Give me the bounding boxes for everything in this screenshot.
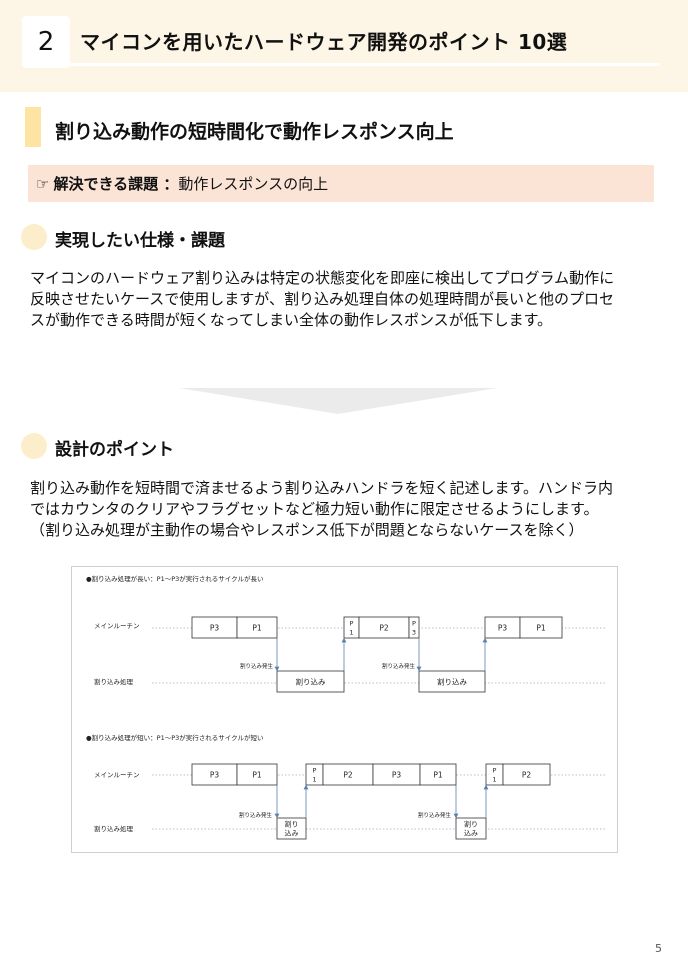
trigger-label: 割り込み発生: [418, 811, 452, 819]
issue-box: ☞ 解決できる課題 ： 動作レスポンスの向上: [28, 165, 654, 202]
process-label: 1: [349, 629, 353, 637]
header-divider: [22, 63, 660, 66]
spec-line: マイコンのハードウェア割り込みは特定の状態変化を即座に検出してプログラム動作に: [30, 269, 615, 287]
top-process-blocks: [191, 616, 563, 693]
process-label: P3: [210, 771, 220, 780]
process-label: P3: [210, 624, 220, 633]
process-block: [236, 763, 278, 786]
process-block: [519, 616, 563, 639]
interrupt-block: [276, 670, 345, 693]
trigger-label: 割り込み発生: [240, 662, 274, 670]
process-label: P2: [522, 771, 532, 780]
section-number-badge: 2: [22, 16, 70, 68]
spec-heading: 実現したい仕様・課題: [55, 231, 225, 251]
process-label: P1: [433, 771, 443, 780]
process-label: P: [493, 767, 497, 775]
interrupt-block: [418, 670, 486, 693]
process-label: P1: [536, 624, 546, 633]
process-label: P: [350, 620, 354, 628]
process-label: 3: [412, 629, 416, 637]
section-title: 割り込み動作の短時間化で動作レスポンス向上: [55, 121, 454, 143]
process-label: P3: [392, 771, 402, 780]
interrupt-label: 込み: [285, 829, 299, 838]
process-label: P: [412, 620, 416, 628]
process-label: P3: [498, 624, 508, 633]
design-line: ではカウンタのクリアやフラグセットなど極力短い動作に限定させるようにします。: [30, 500, 599, 518]
trigger-label: 割り込み発生: [382, 662, 416, 670]
process-block: [408, 616, 420, 639]
row-label-interrupt: 割り込み処理: [94, 677, 134, 686]
issue-label: 解決できる課題 ：: [53, 175, 179, 193]
issue-text: 動作レスポンスの向上: [178, 175, 329, 193]
design-paragraph: 割り込み動作を短時間で済ませるよう割り込みハンドラを短く記述します。ハンドラ内 …: [30, 478, 613, 541]
design-line: （割り込み処理が主動作の場合やレスポンス低下が問題とならないケースを除く）: [30, 521, 584, 539]
spec-line: スが動作できる時間が短くなってしまい全体の動作レスポンスが低下します。: [30, 311, 553, 329]
row-label-main: メインルーチン: [94, 622, 140, 630]
page-title: マイコンを用いたハードウェア開発のポイント 10選: [80, 30, 568, 54]
interrupt-block: [276, 817, 307, 840]
process-label: P1: [252, 624, 262, 633]
interrupt-label: 込み: [464, 829, 478, 838]
bullet-circle-icon: [21, 224, 47, 250]
timing-diagram: ●割り込み処理が長い：P1～P3が実行されるサイクルが長い メインルーチン 割り…: [71, 566, 618, 853]
pointing-hand-icon: ☞: [36, 174, 50, 193]
design-heading: 設計のポイント: [55, 440, 174, 460]
top-caption: ●割り込み処理が長い：P1～P3が実行されるサイクルが長い: [86, 574, 263, 583]
process-label: P2: [379, 624, 389, 633]
bullet-circle-icon: [21, 433, 47, 459]
process-label: P2: [343, 771, 353, 780]
interrupt-label: 割り込み: [296, 677, 326, 687]
row-label-main: メインルーチン: [94, 771, 140, 779]
spec-paragraph: マイコンのハードウェア割り込みは特定の状態変化を即座に検出してプログラム動作に …: [30, 268, 614, 331]
page-number: 5: [655, 942, 662, 955]
interrupt-label: 割り: [464, 820, 478, 829]
process-label: P1: [252, 771, 262, 780]
process-label: 1: [312, 776, 316, 784]
row-label-interrupt: 割り込み処理: [94, 824, 134, 833]
bottom-process-blocks: [191, 763, 551, 840]
trigger-label: 割り込み発生: [239, 811, 273, 819]
process-block: [236, 616, 278, 639]
process-label: P: [313, 767, 317, 775]
bottom-caption: ●割り込み処理が短い：P1～P3が実行されるサイクルが短い: [86, 733, 263, 742]
interrupt-label: 割り: [285, 820, 299, 829]
spec-line: 反映させたいケースで使用しますが、割り込み処理自体の処理時間が長いと他のプロセ: [30, 290, 614, 308]
section-number: 2: [37, 27, 55, 57]
interrupt-label: 割り込み: [437, 677, 467, 687]
process-block: [419, 763, 457, 786]
down-arrow-icon: [179, 388, 497, 414]
design-line: 割り込み動作を短時間で済ませるよう割り込みハンドラを短く記述します。ハンドラ内: [30, 479, 614, 497]
section-accent-bar: [25, 107, 41, 147]
process-label: 1: [492, 776, 496, 784]
header-band: [0, 0, 688, 92]
interrupt-block: [455, 817, 487, 840]
process-block: [502, 763, 551, 786]
